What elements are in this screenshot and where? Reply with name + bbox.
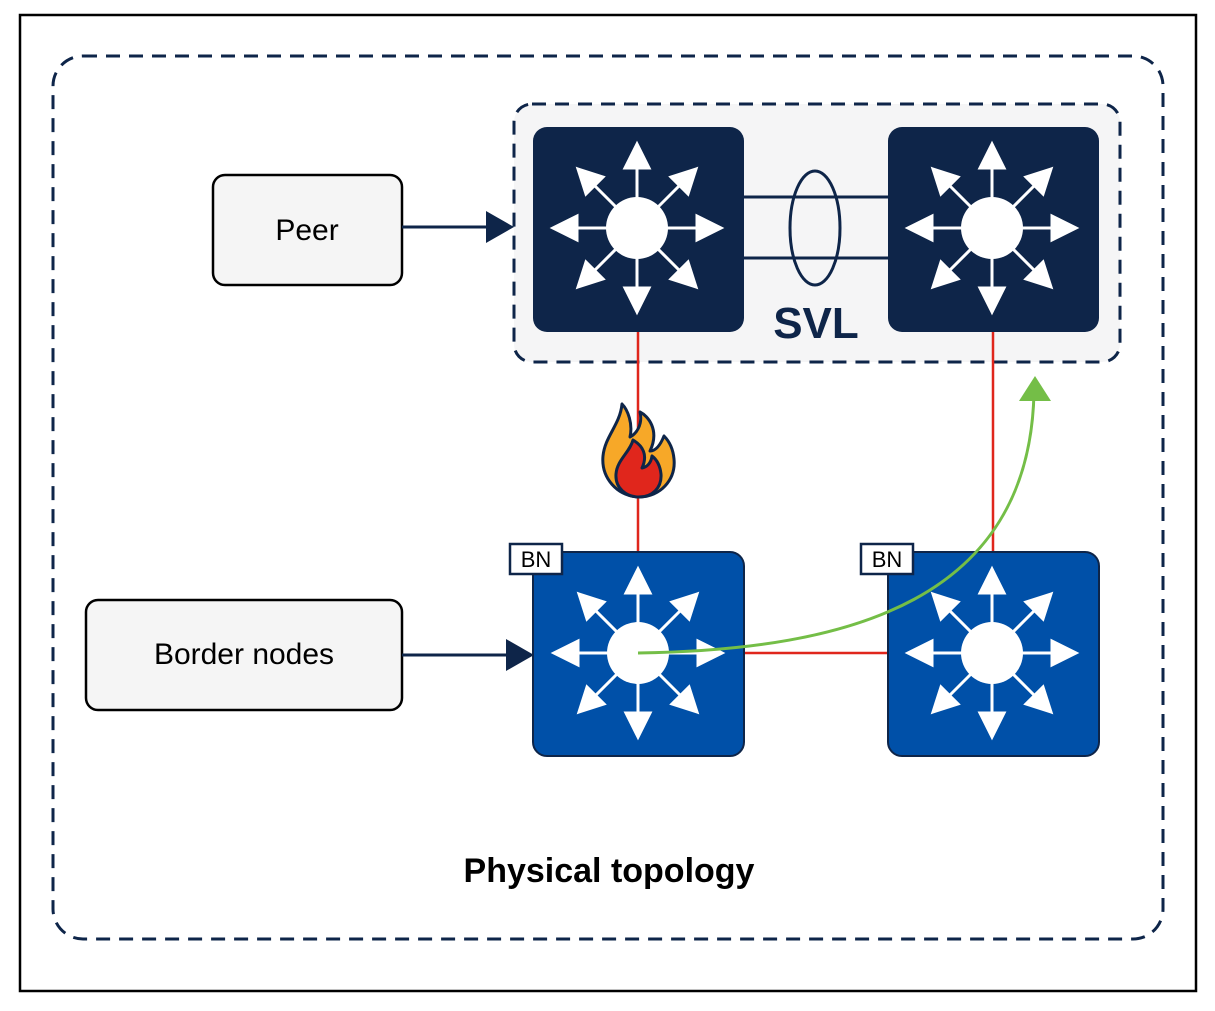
- border-switch-right: [887, 551, 1100, 757]
- multilayer-switch-icon: [551, 142, 723, 314]
- diagram-title: Physical topology: [464, 852, 755, 890]
- traffic-path-arrowhead: [1019, 376, 1051, 401]
- physical-topology-border: [51, 54, 1165, 941]
- traffic-path: [637, 391, 1036, 655]
- peer-label: Peer: [275, 214, 338, 247]
- multilayer-switch-icon: [906, 567, 1078, 739]
- bn-tag-left-label: BN: [521, 547, 552, 572]
- border-nodes-box: Border nodes: [84, 598, 404, 712]
- svl-bundle-ellipse: [788, 169, 842, 287]
- svl-label: SVL: [773, 299, 859, 348]
- peer-box: Peer: [211, 173, 404, 287]
- bn-tag-left: BN: [508, 542, 564, 576]
- fire-icon: [601, 402, 676, 499]
- svl-switch-left: [533, 127, 744, 332]
- border-nodes-label: Border nodes: [154, 638, 334, 671]
- bn-tag-right: BN: [859, 542, 915, 576]
- multilayer-switch-icon: [906, 142, 1078, 314]
- border-nodes-arrowhead: [506, 639, 534, 671]
- bn-tag-right-label: BN: [872, 547, 903, 572]
- svl-switch-right: [888, 127, 1099, 332]
- peer-arrowhead: [486, 211, 514, 243]
